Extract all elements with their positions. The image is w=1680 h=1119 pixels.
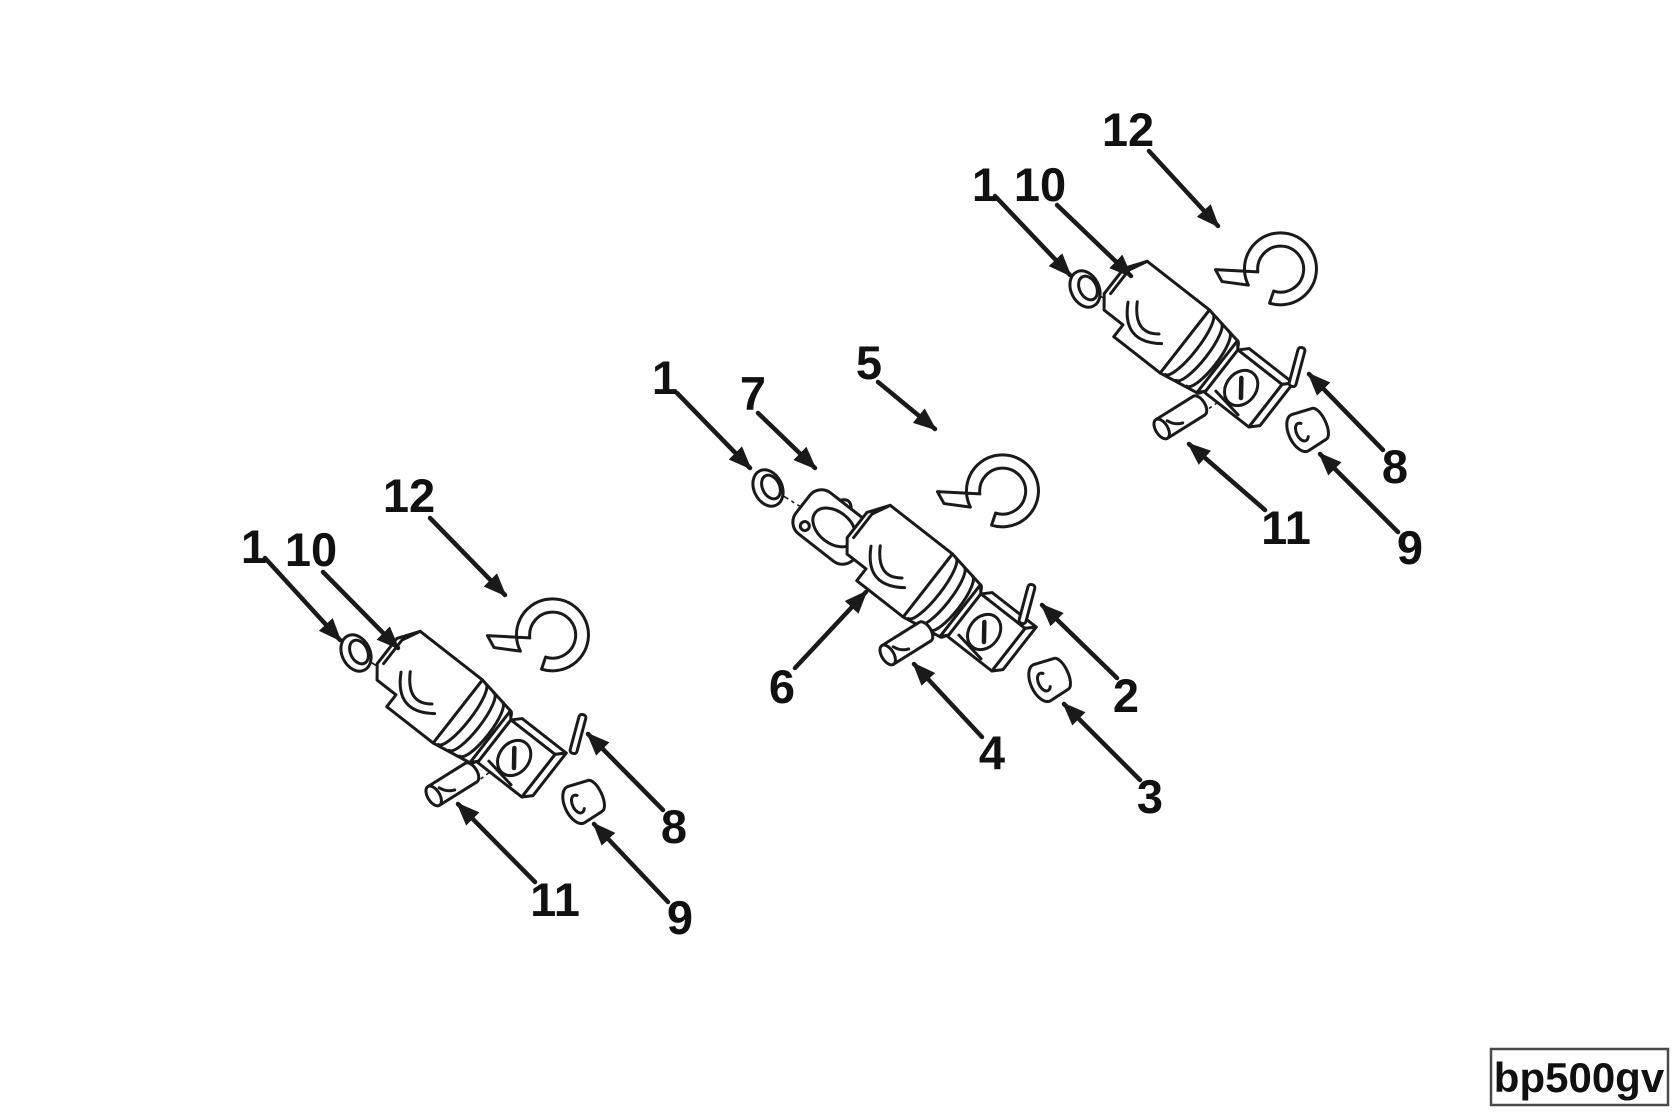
roll-pin-part (1149, 391, 1212, 443)
arrow-upperright-10 (1054, 202, 1134, 279)
arrow-center-3 (1061, 701, 1143, 783)
callout-label: 4 (979, 726, 1005, 779)
callout-labels: 1 10 12 8 11 9 1 7 5 6 4 2 3 1 10 12 8 1… (241, 103, 1423, 944)
arrow-upperright-12 (1146, 148, 1221, 229)
arrow-lowerleft-12 (427, 515, 508, 598)
arrow-upperright-8 (1306, 371, 1386, 453)
callout-label: 11 (1261, 501, 1311, 554)
arrow-center-2 (1039, 602, 1120, 681)
arrow-lowerleft-10 (320, 569, 401, 651)
callout-label: 10 (285, 523, 337, 576)
callout-label: 12 (1102, 103, 1154, 156)
arrow-center-5 (875, 379, 938, 432)
callout-label: 3 (1137, 770, 1163, 823)
callout-arrows (262, 148, 1401, 905)
callout-label: 8 (661, 800, 687, 853)
callout-label: 1 (972, 158, 998, 211)
callout-label: 1 (241, 520, 267, 573)
roll-pin-part (421, 758, 484, 810)
callout-label: 5 (856, 336, 882, 389)
arrow-lowerleft-9 (591, 821, 671, 905)
cap-part (745, 463, 791, 513)
bushing-part (1021, 651, 1078, 708)
arrow-lowerleft-8 (585, 731, 666, 813)
figure-code-label: bp500gv (1494, 1054, 1665, 1101)
callout-label: 8 (1382, 440, 1408, 493)
retainer-pin-part (1286, 345, 1308, 389)
arrow-upperright-9 (1317, 451, 1401, 535)
callout-label: 1 (652, 351, 678, 404)
callout-label: 9 (667, 891, 693, 944)
arrow-upperright-1 (992, 193, 1073, 278)
retainer-pin-part (567, 712, 589, 756)
retaining-clip-part (931, 446, 1047, 541)
arrow-lowerleft-1 (262, 555, 343, 643)
assembly-upper-right (1062, 224, 1336, 458)
callout-label: 12 (383, 469, 435, 522)
figure-code-box: bp500gv (1489, 1047, 1670, 1107)
callout-label: 6 (769, 660, 795, 713)
callout-label: 7 (740, 367, 766, 420)
arrow-upperright-11 (1186, 441, 1268, 513)
roll-pin-part (875, 617, 938, 669)
arrow-center-6 (792, 589, 869, 671)
arrow-center-1 (674, 390, 753, 471)
arrow-center-7 (755, 410, 818, 471)
bushing-part (1279, 401, 1336, 458)
cap-part (333, 628, 379, 678)
callout-label: 10 (1014, 158, 1066, 211)
bushing-part (555, 773, 612, 830)
callout-label: 11 (530, 873, 580, 926)
retaining-clip-part (1209, 224, 1325, 319)
callout-label: 2 (1113, 669, 1139, 722)
figure-code-border (1489, 1047, 1670, 1107)
retaining-clip-part (481, 590, 597, 685)
retainer-pin-part (1016, 582, 1038, 626)
arrow-lowerleft-11 (455, 801, 538, 885)
arrow-center-4 (911, 661, 985, 740)
callout-label: 9 (1397, 521, 1423, 574)
